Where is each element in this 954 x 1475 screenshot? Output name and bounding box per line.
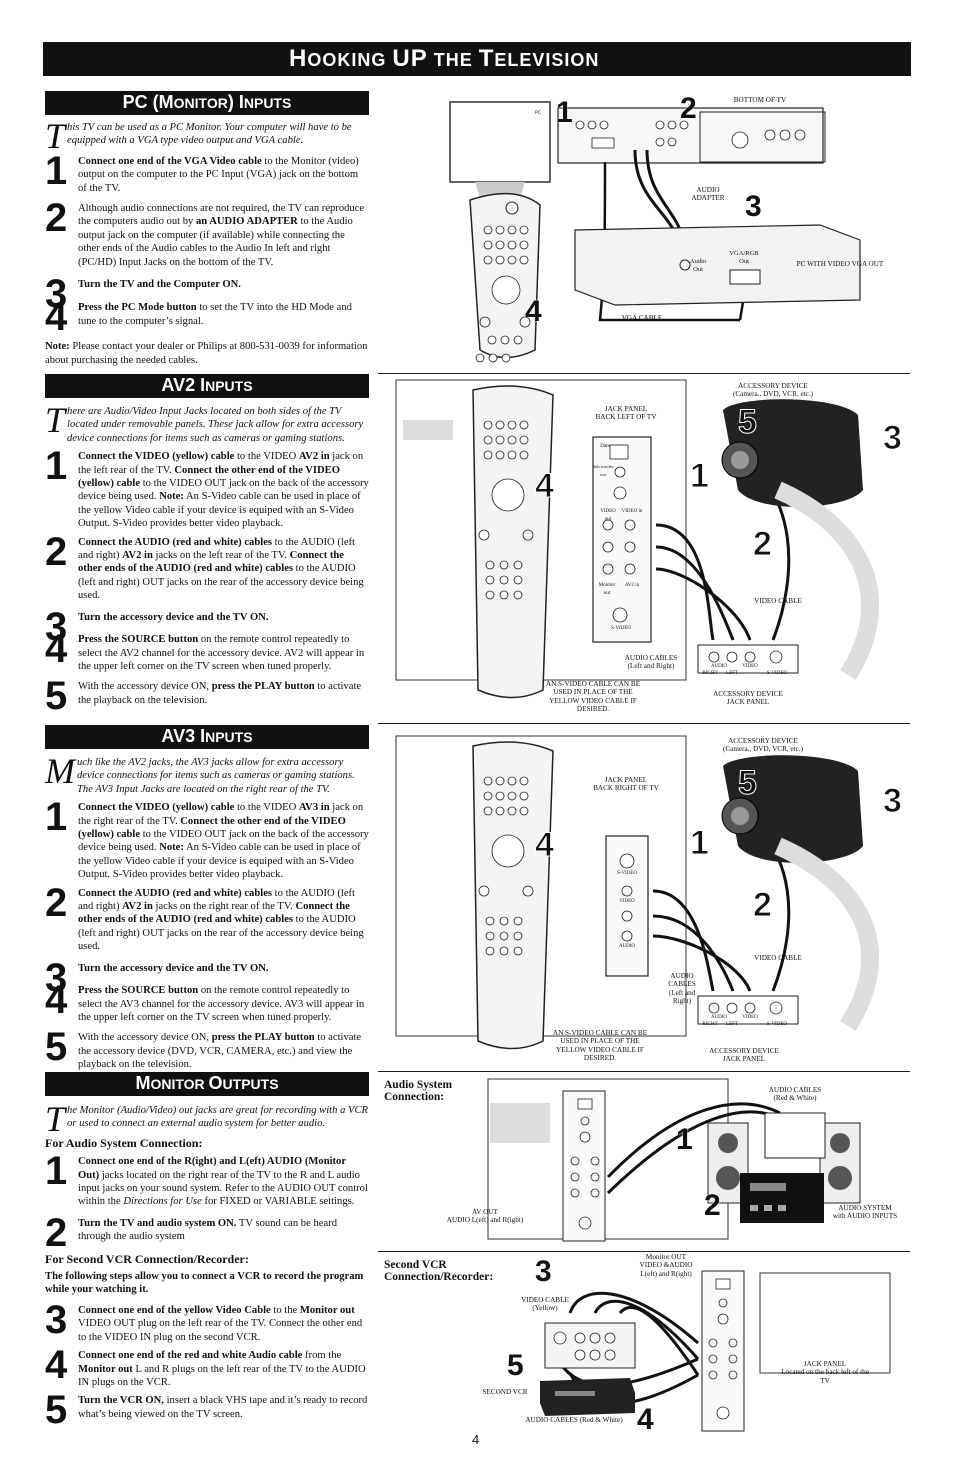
speaker-icon — [819, 1122, 861, 1204]
pc-with-vga-label: PC with VIDEO VGA OUT — [796, 260, 884, 268]
audio-cables-label: AUDIO CABLES (Left and Right) — [624, 654, 678, 671]
callout-4: 4 — [525, 295, 542, 328]
page-number: 4 — [472, 1432, 480, 1447]
av-out-label: AV OUT AUDIO L(eft) and R(ight) — [446, 1208, 524, 1225]
accessory-device-label: ACCESSORY DEVICE (Camera., DVD, VCR, etc… — [732, 382, 814, 399]
video-cable-label: VIDEO CABLE (Yellow) — [521, 1296, 569, 1313]
stereo-receiver-icon — [740, 1173, 824, 1223]
speaker-icon — [707, 1122, 749, 1204]
av2-connection-diagram: ACCESSORY DEVICE (Camera., DVD, VCR, etc… — [378, 375, 910, 720]
av3-inputs-heading: AV3 INPUTS — [45, 725, 369, 749]
audio-system-label: AUDIO SYSTEM with AUDIO INPUTS — [832, 1204, 898, 1221]
accessory-device-label: ACCESSORY DEVICE (Camera., DVD, VCR, etc… — [722, 737, 804, 754]
av2-inputs-heading: AV2 INPUTS — [45, 374, 369, 398]
vcr-intro: The following steps allow you to connect… — [45, 1271, 364, 1296]
second-vcr-diagram: Second VCR Connection/Recorder: Monitor … — [380, 1253, 910, 1436]
second-vcr-label: SECOND VCR — [482, 1388, 528, 1396]
video-cable-label: VIDEO CABLE — [754, 954, 802, 962]
remote-control-icon — [469, 192, 541, 363]
pc-connection-diagram: PC BOTTOM OF TV AUDIO ADAPTER Audio Out … — [440, 90, 910, 370]
divider — [378, 1071, 910, 1072]
svideo-note: AN S-VIDEO CABLE CAN BE USED IN PLACE OF… — [552, 1029, 648, 1063]
audio-cables-label: AUDIO CABLES (Red & White) — [525, 1416, 623, 1424]
second-vcr-connection-heading: Second VCR Connection/Recorder: — [384, 1259, 494, 1283]
pc-inputs-heading: PC (MONITOR) INPUTS — [45, 91, 369, 115]
divider — [378, 1251, 910, 1252]
remote-control-icon — [472, 385, 554, 699]
bottom-of-tv-label: BOTTOM OF TV — [733, 96, 787, 104]
audio-system-diagram: Audio System Connection: AUDIO CABLES (R… — [380, 1073, 910, 1249]
divider — [378, 373, 910, 374]
video-cable-label: VIDEO CABLE — [754, 597, 802, 605]
audio-cables-label: AUDIO CABLES (Left and Right) — [668, 972, 696, 1006]
vcr-subhead: For Second VCR Connection/Recorder: — [45, 1251, 249, 1266]
callout-3: 3 — [745, 190, 762, 223]
jack-panel-label: JACK PANEL Located on the back left of t… — [781, 1360, 869, 1385]
divider — [378, 723, 910, 724]
svideo-note: AN S-VIDEO CABLE CAN BE USED IN PLACE OF… — [545, 680, 641, 714]
pc-note: Note: Please contact your dealer or Phil… — [45, 341, 368, 366]
callout-1: 1 — [556, 96, 573, 129]
jack-panel-label: JACK PANEL BACK LEFT OF TV — [595, 405, 657, 422]
accessory-jack-panel-label: ACCESSORY DEVICE JACK PANEL — [709, 1047, 779, 1064]
audio-system-connection-heading: Audio System Connection: — [384, 1079, 453, 1103]
remote-control-icon — [472, 741, 554, 1050]
av3-connection-diagram: ACCESSORY DEVICE (Camera., DVD, VCR, etc… — [378, 726, 910, 1066]
callout-2: 2 — [680, 92, 697, 125]
vga-cable-label: VGA CABLE — [621, 314, 663, 322]
audio-adapter-label: AUDIO ADAPTER — [691, 186, 725, 203]
audio-subhead: For Audio System Connection: — [45, 1135, 203, 1150]
audio-cables-label: AUDIO CABLES (Red & White) — [768, 1086, 822, 1103]
jack-panel-label: JACK PANEL BACK RIGHT OF TV — [593, 776, 659, 793]
page-title: HOOKING UP THE TELEVISION — [43, 42, 911, 76]
monitor-out-label: Monitor OUT VIDEO &AUDIO L(eft) and R(ig… — [639, 1253, 693, 1278]
accessory-jack-panel-label: ACCESSORY DEVICE JACK PANEL — [713, 690, 783, 707]
vcr-icon — [540, 1378, 635, 1416]
monitor-outputs-heading: MONITOR OUTPUTS — [45, 1072, 369, 1096]
